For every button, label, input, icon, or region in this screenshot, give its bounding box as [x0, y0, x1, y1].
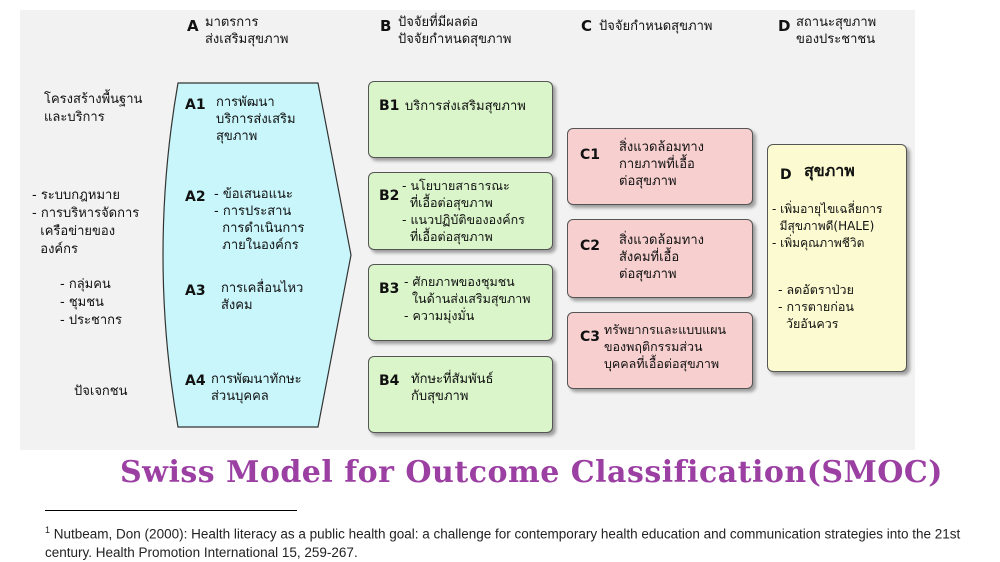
c2-code: C2 — [580, 238, 601, 254]
c2-text: สิ่งแวดล้อมทาง สังคมที่เอื้อ ต่อสุขภาพ — [619, 233, 704, 282]
d-heading: สุขภาพ — [804, 161, 855, 180]
c1-text: สิ่งแวดล้อมทาง กายภาพที่เอื้อ ต่อสุขภาพ — [619, 140, 704, 189]
a1-text: การพัฒนา บริการส่งเสริม สุขภาพ — [216, 95, 296, 144]
a3-text: การเคลื่อนไหว สังคม — [221, 281, 304, 313]
left-label-organization: - ระบบกฎหมาย - การบริหารจัดการ เครือข่าย… — [32, 188, 140, 257]
box-c3: C3 ทรัพยากรและแบบแผน ของพฤติกรรมส่วน บุค… — [567, 312, 753, 389]
header-b-text: ปัจจัยที่มีผลต่อ ปัจจัยกำหนดสุขภาพ — [398, 15, 512, 47]
box-c2: C2 สิ่งแวดล้อมทาง สังคมที่เอื้อ ต่อสุขภา… — [567, 219, 753, 298]
c3-code: C3 — [580, 329, 601, 345]
header-a-letter: A — [187, 17, 199, 35]
left-label-individual: ปัจเจกชน — [74, 384, 128, 399]
header-d-text: สถานะสุขภาพ ของประชาชน — [796, 15, 877, 47]
a2-code: A2 — [185, 189, 206, 205]
header-a-text: มาตรการ ส่งเสริมสุขภาพ — [205, 15, 289, 47]
header-b-letter: B — [380, 17, 392, 35]
a2-text: - ข้อเสนอแนะ - การประสาน การดำเนินการ ภา… — [214, 187, 305, 253]
a1-code: A1 — [185, 97, 206, 113]
box-b3: B3 - ศักยภาพของชุมชน ในด้านส่งเสริมสุขภา… — [368, 264, 553, 341]
box-b1: B1 บริการส่งเสริมสุขภาพ — [368, 81, 553, 158]
b1-code: B1 — [379, 98, 400, 114]
b1-text: บริการส่งเสริมสุขภาพ — [405, 99, 526, 114]
left-label-community: - กลุ่มคน - ชุมชน - ประชากร — [60, 277, 123, 328]
header-d-letter: D — [778, 17, 791, 35]
footnote-text: Nutbeam, Don (2000): Health literacy as … — [45, 526, 961, 560]
b4-code: B4 — [379, 373, 400, 389]
b3-code: B3 — [379, 281, 400, 297]
header-c-letter: C — [581, 17, 593, 35]
b2-text: - นโยบายสาธารณะ ที่เอื้อต่อสุขภาพ - แนวป… — [402, 178, 525, 244]
c3-text: ทรัพยากรและแบบแผน ของพฤติกรรมส่วน บุคคลท… — [604, 322, 727, 371]
box-b2: B2 - นโยบายสาธารณะ ที่เอื้อต่อสุขภาพ - แ… — [368, 172, 553, 250]
footnote-divider — [45, 510, 297, 511]
b4-text: ทักษะที่สัมพันธ์ กับสุขภาพ — [411, 372, 494, 404]
a3-code: A3 — [185, 283, 206, 299]
b2-code: B2 — [379, 188, 400, 204]
footnote-marker: 1 — [45, 525, 51, 535]
c1-code: C1 — [580, 147, 601, 163]
a4-text: การพัฒนาทักษะ ส่วนบุคคล — [211, 372, 302, 404]
box-b4: B4 ทักษะที่สัมพันธ์ กับสุขภาพ — [368, 356, 553, 433]
left-label-infrastructure: โครงสร้างพื้นฐาน และบริการ — [44, 92, 143, 125]
header-c-text: ปัจจัยกำหนดสุขภาพ — [599, 19, 713, 34]
a4-code: A4 — [185, 373, 206, 389]
footnote: 1 Nutbeam, Don (2000): Health literacy a… — [45, 521, 965, 562]
d-text-increase: - เพิ่มอายุไขเฉลี่ยการ มีสุขภาพดี(HALE) … — [772, 202, 883, 250]
d-code: D — [780, 167, 792, 183]
d-text-reduce: - ลดอัตราป่วย - การตายก่อน วัยอันควร — [778, 282, 854, 331]
box-c1: C1 สิ่งแวดล้อมทาง กายภาพที่เอื้อ ต่อสุขภ… — [567, 128, 753, 205]
diagram-title: Swiss Model for Outcome Classification(S… — [120, 455, 943, 490]
box-d: D สุขภาพ - เพิ่มอายุไขเฉลี่ยการ มีสุขภาพ… — [767, 144, 907, 372]
b3-text: - ศักยภาพของชุมชน ในด้านส่งเสริมสุขภาพ -… — [404, 274, 531, 323]
column-a-arrow-shape — [162, 82, 352, 428]
